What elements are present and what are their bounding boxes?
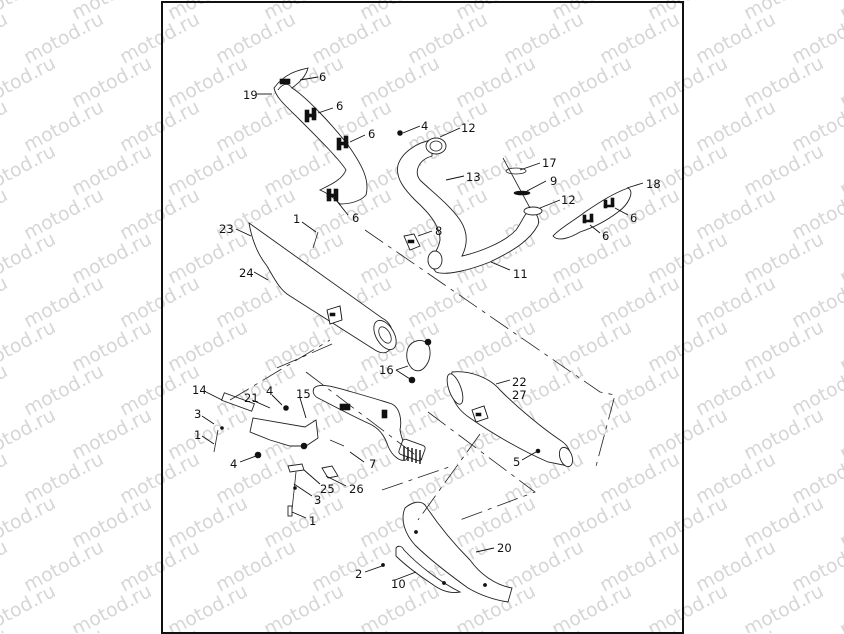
callout-12: 12 <box>461 121 476 135</box>
callout-2: 2 <box>355 567 362 581</box>
callout-5: 5 <box>513 455 520 469</box>
callout-6: 6 <box>336 99 343 113</box>
callout-27: 27 <box>512 388 527 402</box>
clamp-8 <box>403 233 421 251</box>
callout-3: 3 <box>314 493 321 507</box>
callout-20: 20 <box>497 541 512 555</box>
leader-lines <box>201 76 644 581</box>
muffler-23 <box>248 221 397 354</box>
gaskets <box>502 157 531 209</box>
callout-23: 23 <box>219 222 234 236</box>
callout-1: 1 <box>194 428 201 442</box>
callout-12: 12 <box>561 193 576 207</box>
callout-24: 24 <box>239 266 254 280</box>
callout-10: 10 <box>391 577 406 591</box>
clamp-mark <box>279 78 349 202</box>
callout-14: 14 <box>192 383 207 397</box>
callout-17: 17 <box>542 156 557 170</box>
callout-6: 6 <box>352 211 359 225</box>
slip-joint <box>427 250 443 270</box>
spacer-14 <box>221 392 255 412</box>
callout-15: 15 <box>296 387 311 401</box>
callout-6: 6 <box>368 127 375 141</box>
flange-12b <box>523 206 543 216</box>
callout-13: 13 <box>466 170 481 184</box>
bracket-21 <box>213 392 319 459</box>
callout-1: 1 <box>309 514 316 528</box>
callout-9: 9 <box>550 174 557 188</box>
callout-8: 8 <box>435 224 442 238</box>
callout-7: 7 <box>369 457 376 471</box>
callout-18: 18 <box>646 177 661 191</box>
callout-19: 19 <box>243 88 258 102</box>
header-pipe-19 <box>273 67 368 205</box>
callout-3: 3 <box>194 407 201 421</box>
callout-16: 16 <box>379 363 394 377</box>
heat-shield-18 <box>552 187 632 240</box>
plate-25-26 <box>287 463 339 517</box>
clamp-16 <box>406 338 432 384</box>
callout-6: 6 <box>630 211 637 225</box>
callout-1: 1 <box>293 212 300 226</box>
callout-25: 25 <box>320 482 335 496</box>
centerlines <box>229 229 616 521</box>
muffler-22 <box>446 371 574 468</box>
callout-22: 22 <box>512 375 527 389</box>
callout-26: 26 <box>349 482 364 496</box>
header-pipe-13 <box>397 130 543 274</box>
callout-6: 6 <box>319 70 326 84</box>
callout-6: 6 <box>602 229 609 243</box>
heat-shield-10 <box>381 545 462 593</box>
heat-shield-20 <box>402 501 513 603</box>
callout-11: 11 <box>513 267 528 281</box>
footrest-15 <box>312 385 426 464</box>
callout-4: 4 <box>421 119 428 133</box>
flange-12a <box>425 137 447 155</box>
callout-4: 4 <box>266 384 273 398</box>
callout-labels: 19 6 6 6 6 4 12 13 17 9 12 18 6 6 8 11 1… <box>192 70 661 591</box>
callout-21: 21 <box>244 391 259 405</box>
nut-4 <box>397 130 403 136</box>
callout-4: 4 <box>230 457 237 471</box>
